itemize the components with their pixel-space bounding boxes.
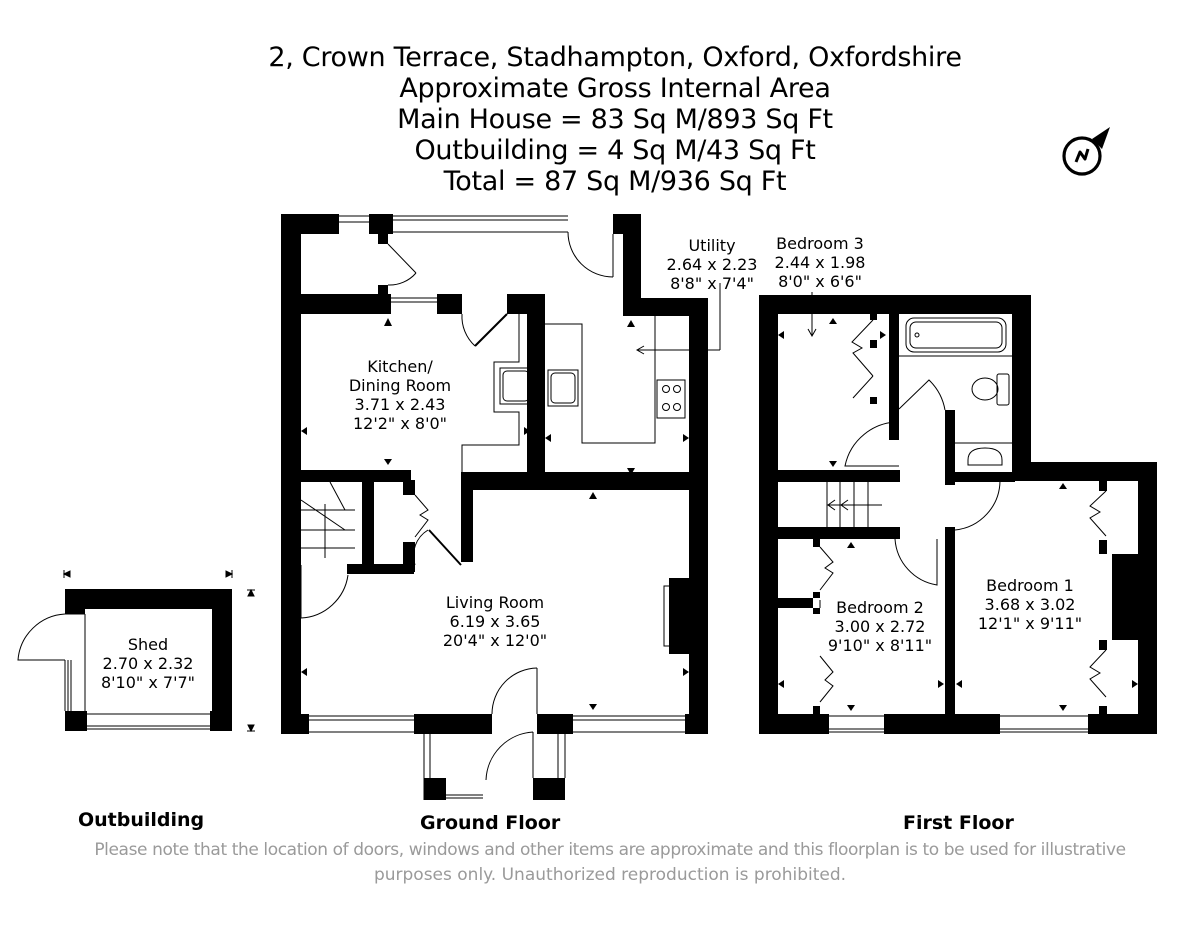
room-imperial: 12'1" x 9'11" (977, 614, 1083, 633)
room-imperial: 9'10" x 8'11" (827, 636, 933, 655)
outbuilding-walls (65, 589, 232, 731)
room-bedroom-1: Bedroom 1 3.68 x 3.02 12'1" x 9'11" (975, 576, 1085, 633)
room-metric: 3.71 x 2.43 (354, 395, 446, 414)
room-metric: 2.64 x 2.23 (666, 255, 758, 274)
room-imperial: 20'4" x 12'0" (442, 631, 548, 650)
room-name: Dining Room (348, 376, 452, 395)
room-utility: Utility 2.64 x 2.23 8'8" x 7'4" (660, 236, 764, 293)
room-name: Bedroom 2 (836, 598, 924, 617)
room-bedroom-3: Bedroom 3 2.44 x 1.98 8'0" x 6'6" (770, 234, 870, 291)
room-name: Bedroom 3 (776, 234, 864, 253)
room-living: Living Room 6.19 x 3.65 20'4" x 12'0" (435, 593, 555, 650)
room-name: Bedroom 1 (986, 576, 1074, 595)
room-kitchen-dining: Kitchen/ Dining Room 3.71 x 2.43 12'2" x… (340, 357, 460, 433)
room-imperial: 8'0" x 6'6" (778, 272, 862, 291)
room-metric: 3.00 x 2.72 (834, 617, 926, 636)
room-name: Living Room (445, 593, 545, 612)
room-metric: 2.44 x 1.98 (774, 253, 866, 272)
room-metric: 6.19 x 3.65 (449, 612, 541, 631)
total-area: Total = 87 Sq M/936 Sq Ft (443, 166, 787, 197)
ground-floor-walls (281, 214, 708, 800)
floor-label-first: First Floor (903, 812, 1014, 834)
north-compass-icon (1062, 127, 1110, 176)
room-name: Shed (127, 635, 169, 654)
room-imperial: 8'10" x 7'7" (100, 673, 196, 692)
room-bedroom-2: Bedroom 2 3.00 x 2.72 9'10" x 8'11" (825, 598, 935, 655)
floorplan-header: 2, Crown Terrace, Stadhampton, Oxford, O… (0, 42, 1200, 197)
floor-label-outbuilding: Outbuilding (78, 809, 205, 831)
first-floor-walls (759, 295, 1157, 734)
first-floor-markers (778, 318, 1138, 711)
property-address: 2, Crown Terrace, Stadhampton, Oxford, O… (268, 42, 962, 73)
disclaimer: Please note that the location of doors, … (0, 838, 1200, 888)
outbuilding-lines (17, 570, 255, 733)
outbuilding-area: Outbuilding = 4 Sq M/43 Sq Ft (414, 135, 816, 166)
main-house-area: Main House = 83 Sq M/893 Sq Ft (397, 104, 833, 135)
room-imperial: 12'2" x 8'0" (352, 414, 448, 433)
disclaimer-line-1: Please note that the location of doors, … (94, 840, 1126, 860)
ground-floor-markers (301, 318, 689, 710)
floor-label-ground: Ground Floor (420, 812, 561, 834)
room-name: Utility (688, 236, 736, 255)
area-subtitle: Approximate Gross Internal Area (399, 73, 831, 104)
first-floor-lines (807, 292, 1107, 733)
room-metric: 2.70 x 2.32 (102, 654, 194, 673)
disclaimer-line-2: purposes only. Unauthorized reproduction… (373, 865, 847, 885)
ground-floor-lines (300, 215, 721, 800)
room-imperial: 8'8" x 7'4" (670, 274, 754, 293)
room-metric: 3.68 x 3.02 (984, 595, 1076, 614)
room-shed: Shed 2.70 x 2.32 8'10" x 7'7" (98, 635, 198, 692)
room-name: Kitchen/ (367, 357, 433, 376)
